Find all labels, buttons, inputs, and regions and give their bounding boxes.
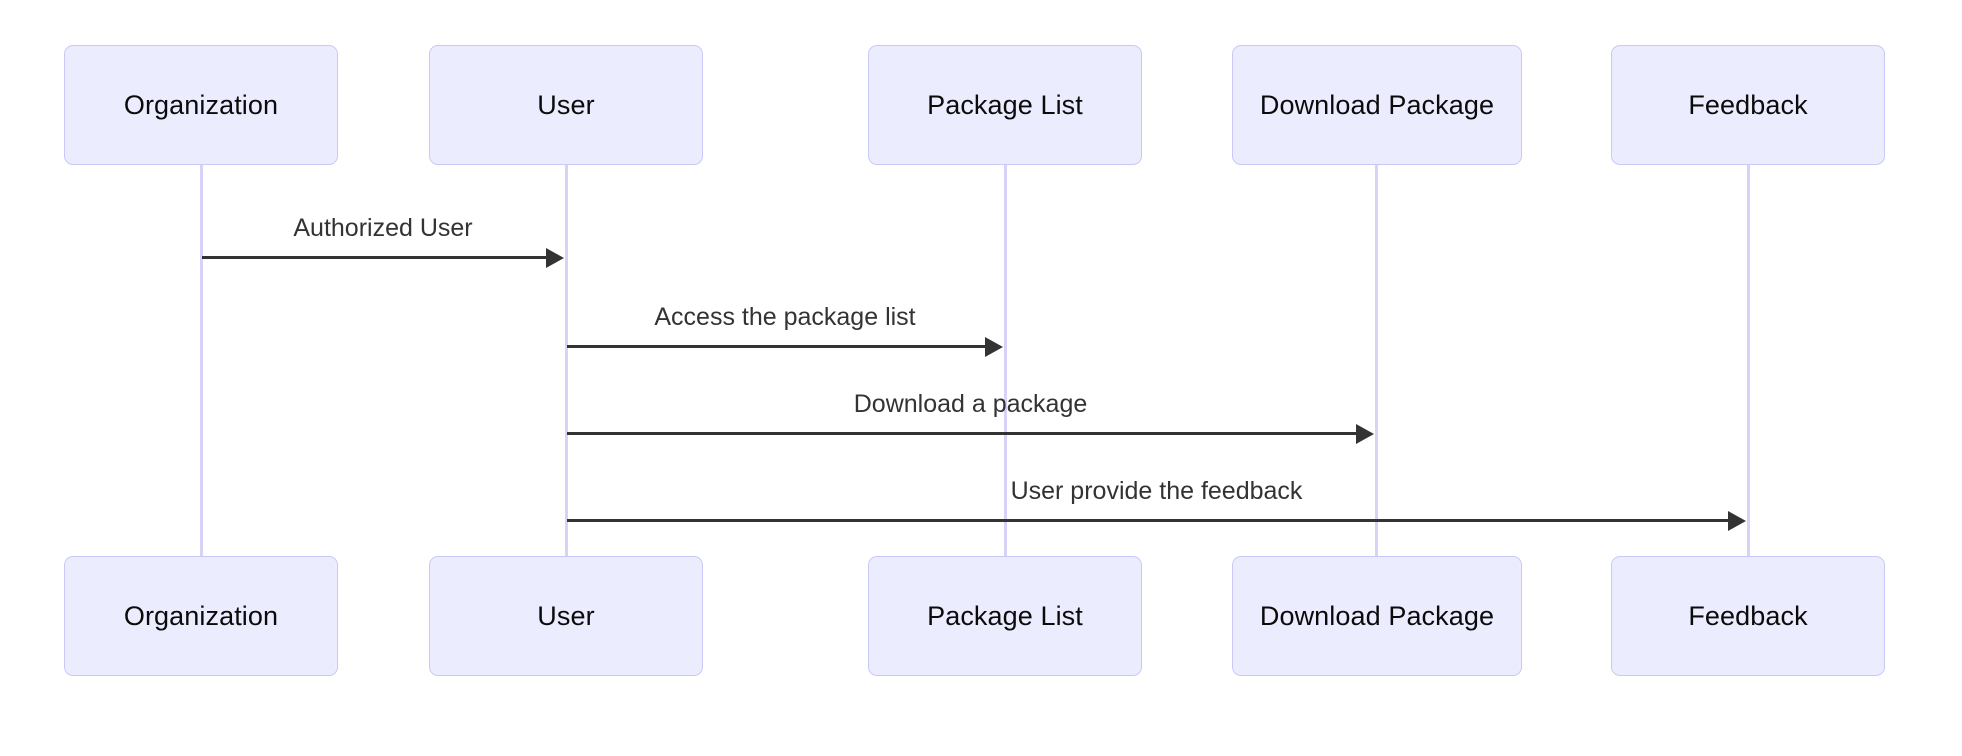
participant-label: Organization	[123, 89, 279, 120]
arrowhead-icon	[985, 336, 1003, 357]
message-label: User provide the feedback	[1010, 477, 1303, 505]
participant-label: Package List	[927, 600, 1083, 631]
participant-footer-feedback[interactable]: Feedback	[1611, 556, 1885, 676]
message-provide-feedback[interactable]: User provide the feedback	[567, 479, 1746, 531]
participant-label: Feedback	[1688, 89, 1808, 120]
participant-footer-package_list[interactable]: Package List	[868, 556, 1142, 676]
message-label: Download a package	[853, 390, 1088, 418]
message-line	[202, 256, 550, 259]
participant-label: Feedback	[1688, 600, 1808, 631]
message-line	[567, 432, 1360, 435]
participant-header-download_package[interactable]: Download Package	[1232, 45, 1522, 165]
message-label: Access the package list	[654, 303, 916, 331]
participant-label: User	[537, 89, 595, 120]
participant-header-organization[interactable]: Organization	[64, 45, 338, 165]
lifeline-user	[564, 165, 568, 556]
message-download-package[interactable]: Download a package	[567, 392, 1374, 444]
participant-footer-organization[interactable]: Organization	[64, 556, 338, 676]
participant-header-package_list[interactable]: Package List	[868, 45, 1142, 165]
participant-footer-download_package[interactable]: Download Package	[1232, 556, 1522, 676]
arrowhead-icon	[1728, 510, 1746, 531]
arrowhead-icon	[1356, 423, 1374, 444]
lifeline-package_list	[1003, 165, 1007, 556]
arrowhead-icon	[546, 247, 564, 268]
participant-label: Organization	[123, 600, 279, 631]
participant-header-user[interactable]: User	[429, 45, 703, 165]
message-authorized-user[interactable]: Authorized User	[202, 216, 564, 268]
participant-header-feedback[interactable]: Feedback	[1611, 45, 1885, 165]
message-line	[567, 345, 989, 348]
participant-label: Download Package	[1259, 89, 1495, 120]
participant-footer-user[interactable]: User	[429, 556, 703, 676]
message-label: Authorized User	[293, 214, 473, 242]
message-access-list[interactable]: Access the package list	[567, 305, 1003, 357]
lifeline-organization	[199, 165, 203, 556]
participant-label: Package List	[927, 89, 1083, 120]
participant-label: User	[537, 600, 595, 631]
lifeline-download_package	[1374, 165, 1378, 556]
message-line	[567, 519, 1732, 522]
participant-label: Download Package	[1259, 600, 1495, 631]
lifeline-feedback	[1746, 165, 1750, 556]
